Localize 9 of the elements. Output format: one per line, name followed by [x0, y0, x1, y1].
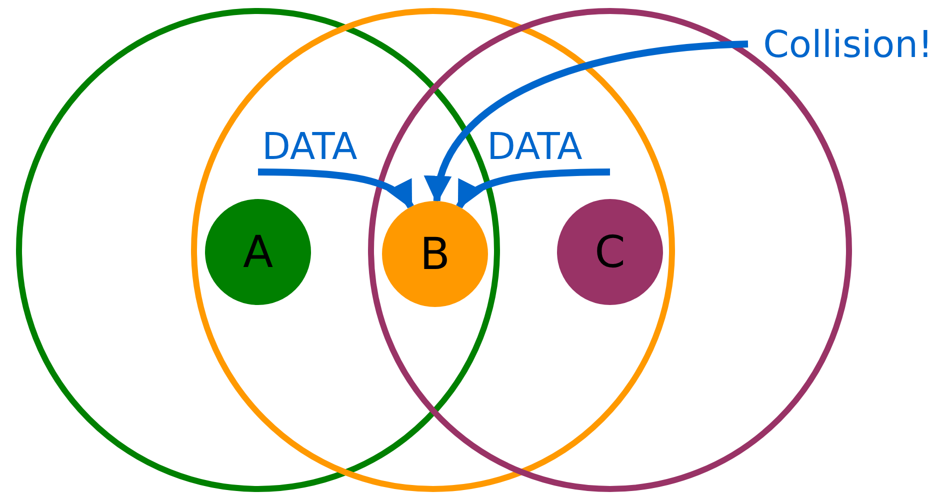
- callout-text: Collision!: [752, 22, 944, 66]
- edge-label: DATA: [487, 128, 582, 165]
- edge-label: DATA: [262, 128, 358, 165]
- station-circle: A: [205, 199, 311, 305]
- station-circle: B: [382, 201, 488, 307]
- arrow: [258, 168, 414, 210]
- arrow: [426, 40, 748, 204]
- station-circle: C: [557, 199, 663, 305]
- arrow: [456, 168, 610, 210]
